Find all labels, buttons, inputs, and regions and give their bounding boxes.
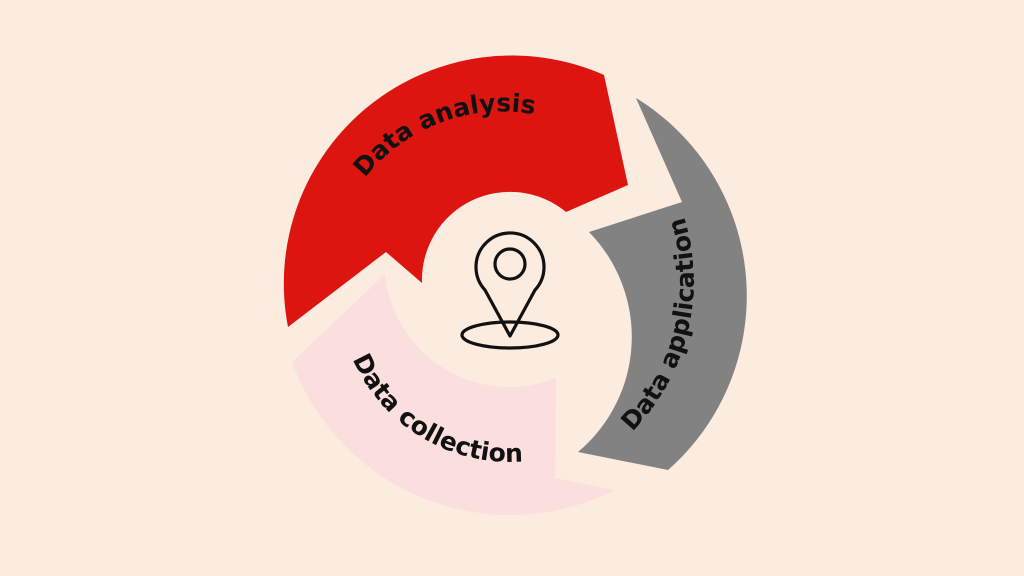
segment-data-analysis [283,55,628,328]
pin-body [474,231,546,338]
map-pin-location-icon [460,231,560,350]
segment-data-application [578,98,747,470]
pin-base-ellipse [460,320,560,350]
segment-data-collection [292,274,615,516]
pin-hole [493,247,527,281]
